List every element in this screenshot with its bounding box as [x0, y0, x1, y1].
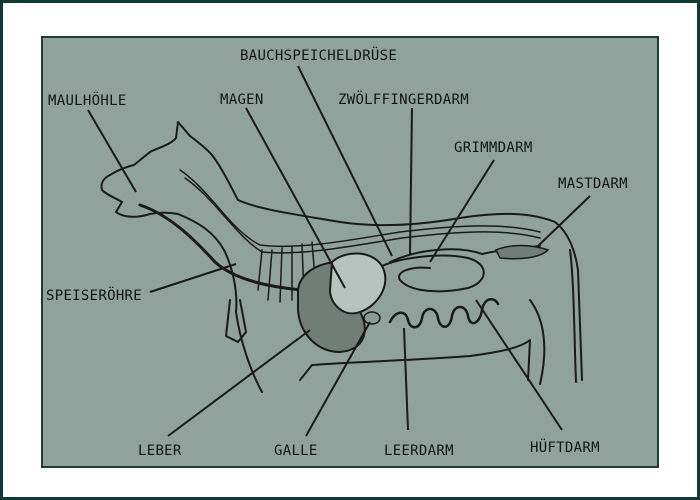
stomach-organ	[328, 252, 387, 315]
label-bauchspeicheldruese: BAUCHSPEICHELDRÜSE	[240, 46, 397, 64]
leader-hueftdarm	[475, 299, 563, 431]
leader-grimmdarm	[429, 159, 495, 263]
leader-bauchspeicheldruese	[297, 65, 393, 257]
leader-magen	[245, 107, 346, 289]
label-grimmdarm: GRIMMDARM	[454, 140, 533, 156]
label-mastdarm: MASTDARM	[558, 176, 628, 192]
label-maulhoehle: MAULHÖHLE	[48, 91, 127, 109]
leader-lines	[87, 65, 591, 437]
leader-mastdarm	[537, 195, 591, 247]
label-leber: LEBER	[138, 443, 182, 459]
leader-leber	[167, 329, 311, 437]
label-speiseroehre: SPEISERÖHRE	[46, 286, 142, 304]
leader-galle	[305, 321, 371, 437]
gallbladder-organ	[363, 311, 381, 325]
label-zwoelffingerdarm: ZWÖLFFINGERDARM	[338, 90, 469, 108]
leader-maulhoehle	[87, 109, 137, 193]
dog-outline	[100, 121, 583, 393]
label-leerdarm: LEERDARM	[384, 443, 454, 459]
label-galle: GALLE	[274, 443, 318, 459]
diagram-plate	[41, 36, 659, 468]
leader-speiseroehre	[149, 263, 237, 293]
leader-leerdarm	[403, 327, 409, 431]
label-hueftdarm: HÜFTDARM	[530, 438, 600, 456]
label-magen: MAGEN	[220, 92, 264, 108]
leader-zwoelffingerdarm	[409, 107, 413, 255]
esophagus	[138, 203, 332, 294]
rectum-organ	[494, 244, 550, 260]
spine	[179, 169, 541, 254]
small-intestine	[388, 297, 500, 329]
